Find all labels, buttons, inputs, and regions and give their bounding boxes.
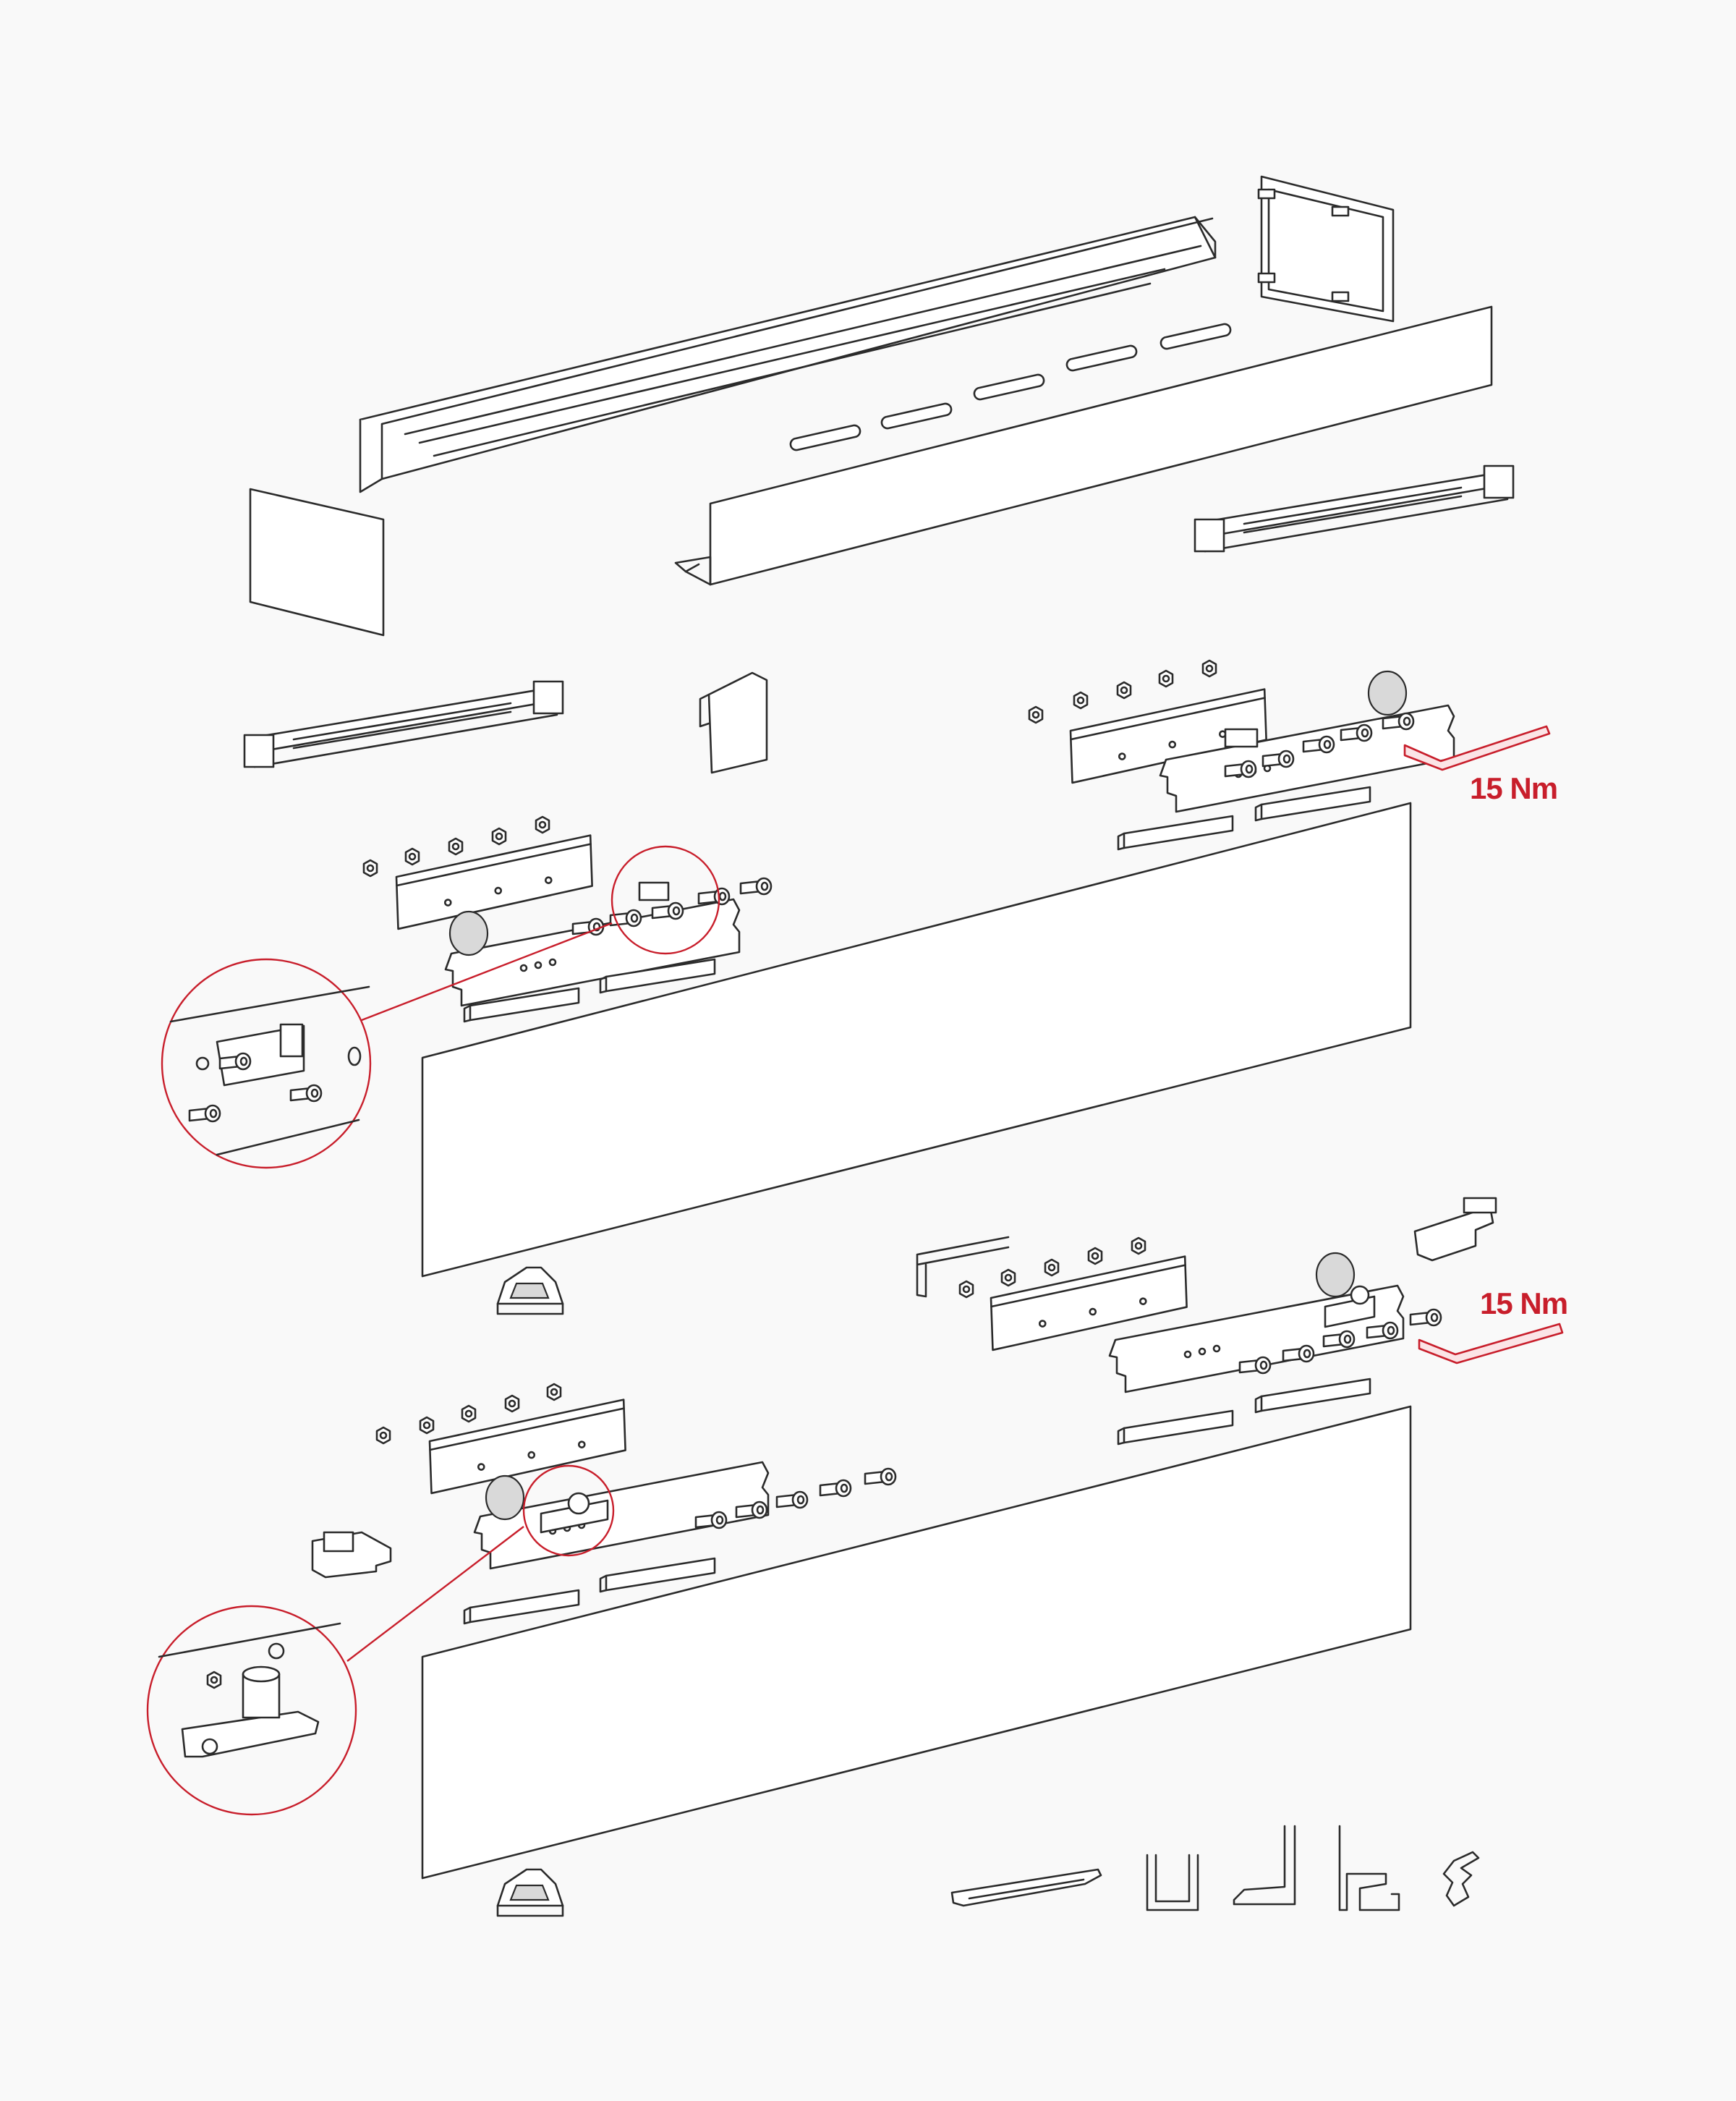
floor-guide-lower — [496, 1868, 564, 1917]
connector-pins — [789, 323, 1232, 451]
carriage-lower-left — [375, 1383, 897, 1625]
side-end-panel — [249, 488, 385, 637]
seal-profiles — [950, 1825, 1480, 1911]
allen-key-small — [916, 1236, 1010, 1298]
carriage-lower-right — [958, 1236, 1442, 1446]
glass-door-panel-upper — [421, 802, 1412, 1278]
torque-label-lower: 15 Nm — [1480, 1286, 1568, 1320]
detail-callout-lower — [146, 1464, 615, 1816]
carriage-upper-left — [362, 815, 773, 1023]
mounting-clip-lower-right — [1413, 1197, 1497, 1262]
detail-callout-upper — [161, 845, 720, 1169]
track-profile — [359, 216, 1217, 493]
stopper-block — [699, 671, 768, 774]
torque-label-upper: 15 Nm — [1470, 771, 1558, 805]
end-cap — [1257, 175, 1395, 323]
hex-key-lower — [1418, 1323, 1564, 1364]
carriage-upper-right — [1028, 659, 1455, 851]
floor-guide-upper — [496, 1266, 564, 1315]
front-cover-panel — [674, 305, 1493, 586]
hex-key-upper — [1403, 725, 1551, 771]
glass-door-panel-lower — [421, 1405, 1412, 1880]
soft-close-damper-left — [243, 680, 564, 768]
mounting-clip-lower-left — [311, 1531, 392, 1579]
soft-close-damper-right — [1194, 464, 1515, 553]
